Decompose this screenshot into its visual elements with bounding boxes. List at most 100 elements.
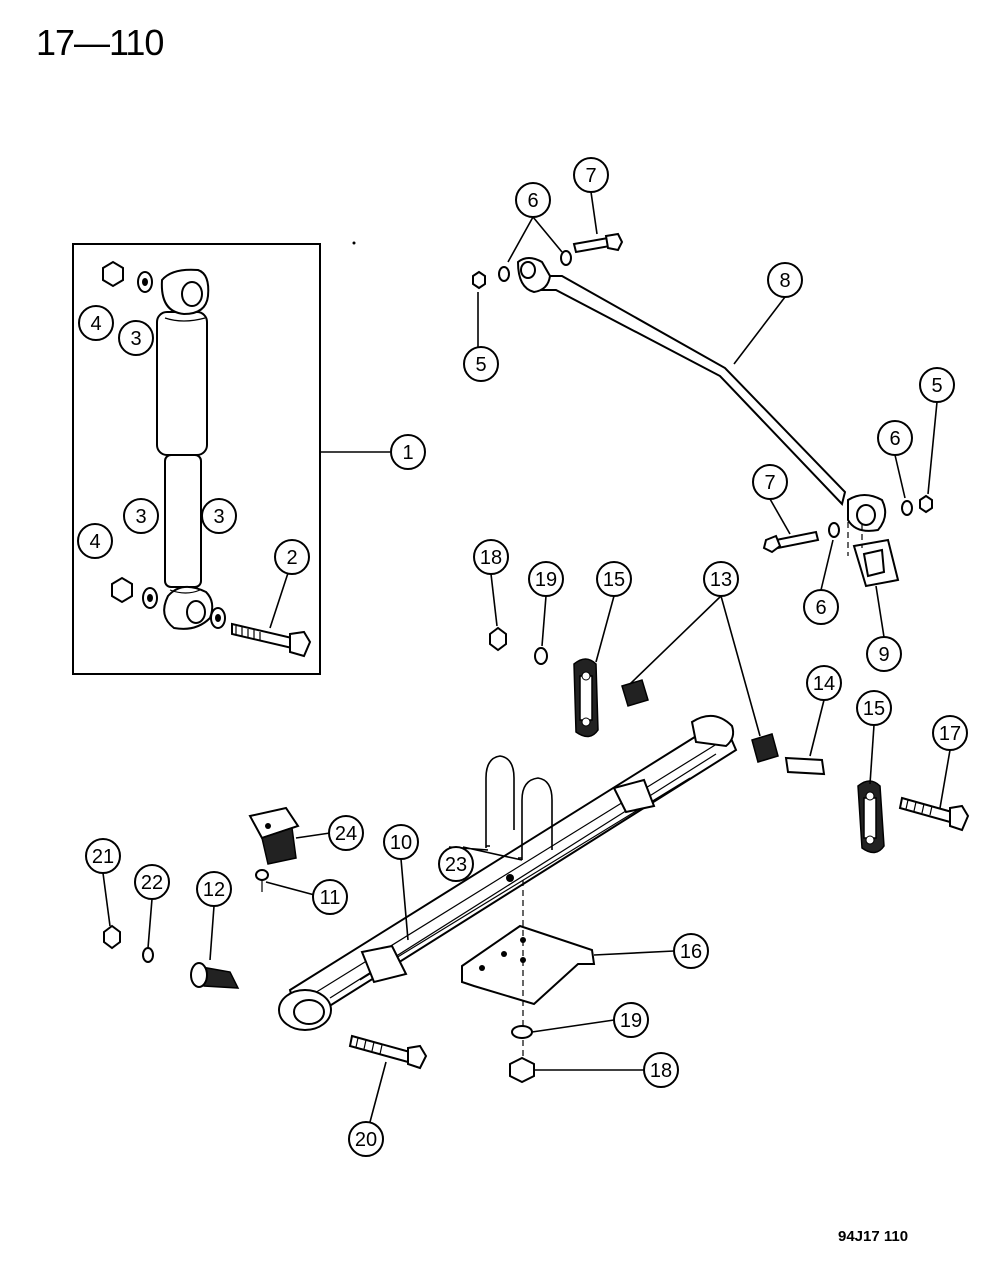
bushing-13-lower bbox=[751, 733, 779, 763]
page-number: 17—110 bbox=[36, 22, 164, 63]
callout-label: 22 bbox=[141, 872, 163, 894]
callout-4-upper: 4 bbox=[78, 305, 114, 341]
shock-absorber bbox=[156, 268, 214, 630]
callout-15-upper: 15 bbox=[596, 561, 632, 597]
callout-label: 10 bbox=[390, 832, 412, 854]
leader-lines bbox=[102, 191, 951, 1123]
nut-18-lower bbox=[509, 1056, 535, 1084]
callout-label: 17 bbox=[939, 723, 961, 745]
callout-label: 24 bbox=[335, 823, 357, 845]
callout-19-lower: 19 bbox=[613, 1002, 649, 1038]
nut-18-upper bbox=[489, 626, 507, 652]
callout-17: 17 bbox=[932, 715, 968, 751]
washer-19-lower bbox=[511, 1025, 533, 1039]
callout-label: 21 bbox=[92, 846, 114, 868]
pin-14 bbox=[784, 756, 826, 776]
callout-label: 7 bbox=[585, 165, 596, 187]
callout-14: 14 bbox=[806, 665, 842, 701]
callout-10: 10 bbox=[383, 824, 419, 860]
callout-12: 12 bbox=[196, 871, 232, 907]
shock-absorber-box bbox=[72, 243, 321, 675]
u-bolts bbox=[485, 755, 553, 860]
callout-label: 3 bbox=[213, 506, 224, 528]
callout-7-top: 7 bbox=[573, 157, 609, 193]
callout-16: 16 bbox=[673, 933, 709, 969]
callout-label: 5 bbox=[931, 375, 942, 397]
track-bar-bracket bbox=[847, 522, 900, 588]
bushing-12 bbox=[190, 962, 240, 989]
callout-label: 9 bbox=[878, 644, 889, 666]
nut-21 bbox=[103, 924, 121, 950]
leaf-spring bbox=[278, 715, 738, 1031]
callout-label: 2 bbox=[286, 547, 297, 569]
callout-23: 23 bbox=[438, 846, 474, 882]
callout-20: 20 bbox=[348, 1121, 384, 1157]
callout-label: 5 bbox=[475, 354, 486, 376]
callout-label: 18 bbox=[480, 547, 502, 569]
callout-label: 15 bbox=[863, 698, 885, 720]
washer-6-lower bbox=[828, 522, 840, 538]
callout-22: 22 bbox=[134, 864, 170, 900]
callout-label: 12 bbox=[203, 879, 225, 901]
callout-3-right: 3 bbox=[201, 498, 237, 534]
callout-19-upper: 19 bbox=[528, 561, 564, 597]
shackle-15-upper bbox=[573, 658, 599, 738]
callout-label: 19 bbox=[535, 569, 557, 591]
callout-label: 11 bbox=[320, 887, 341, 909]
washer-19-upper bbox=[534, 647, 548, 665]
callout-2: 2 bbox=[274, 539, 310, 575]
spring-bumper bbox=[248, 806, 300, 865]
callout-label: 18 bbox=[650, 1060, 672, 1082]
callout-6-lower: 6 bbox=[803, 589, 839, 625]
nut-4-lower bbox=[111, 576, 133, 604]
nut-5-top bbox=[472, 270, 486, 290]
track-bar bbox=[516, 257, 887, 532]
callout-label: 6 bbox=[889, 428, 900, 450]
callout-label: 14 bbox=[813, 673, 835, 695]
washer-6-top-left bbox=[498, 266, 510, 282]
callout-label: 16 bbox=[680, 941, 702, 963]
callout-5-top: 5 bbox=[463, 346, 499, 382]
callout-label: 20 bbox=[355, 1129, 377, 1151]
bolt-20 bbox=[348, 1034, 428, 1070]
callout-15-lower: 15 bbox=[856, 690, 892, 726]
washer-6-top-right bbox=[560, 250, 572, 266]
callout-11: 11 bbox=[312, 879, 348, 915]
callout-label: 7 bbox=[764, 472, 775, 494]
bolt-2 bbox=[231, 622, 312, 658]
callout-label: 1 bbox=[402, 442, 413, 464]
callout-4-lower: 4 bbox=[77, 523, 113, 559]
callout-7-lower: 7 bbox=[752, 464, 788, 500]
callout-13: 13 bbox=[703, 561, 739, 597]
callout-label: 13 bbox=[710, 569, 732, 591]
callout-3-left: 3 bbox=[123, 498, 159, 534]
callout-label: 8 bbox=[779, 270, 790, 292]
nut-5-right bbox=[919, 494, 933, 514]
callout-6-right: 6 bbox=[877, 420, 913, 456]
callout-label: 6 bbox=[527, 190, 538, 212]
callout-18-upper: 18 bbox=[473, 539, 509, 575]
figure-code: 94J17 110 bbox=[838, 1228, 909, 1245]
washer-6-right bbox=[901, 500, 913, 516]
callout-label: 3 bbox=[135, 506, 146, 528]
bolt-17 bbox=[898, 796, 970, 832]
callout-3-upper: 3 bbox=[118, 320, 154, 356]
nut-4-upper bbox=[102, 260, 124, 288]
callout-18-lower: 18 bbox=[643, 1052, 679, 1088]
callout-label: 4 bbox=[89, 531, 100, 553]
callout-label: 23 bbox=[445, 854, 467, 876]
washer-22 bbox=[142, 947, 154, 963]
callout-21: 21 bbox=[85, 838, 121, 874]
bolt-7-top bbox=[572, 232, 624, 254]
callout-label: 19 bbox=[620, 1010, 642, 1032]
callout-5-right: 5 bbox=[919, 367, 955, 403]
callout-9: 9 bbox=[866, 636, 902, 672]
callout-24: 24 bbox=[328, 815, 364, 851]
callout-6-top: 6 bbox=[515, 182, 551, 218]
callout-label: 6 bbox=[815, 597, 826, 619]
shackle-15-lower bbox=[857, 780, 885, 854]
callout-label: 15 bbox=[603, 569, 625, 591]
callout-8: 8 bbox=[767, 262, 803, 298]
screw-11 bbox=[255, 869, 269, 892]
